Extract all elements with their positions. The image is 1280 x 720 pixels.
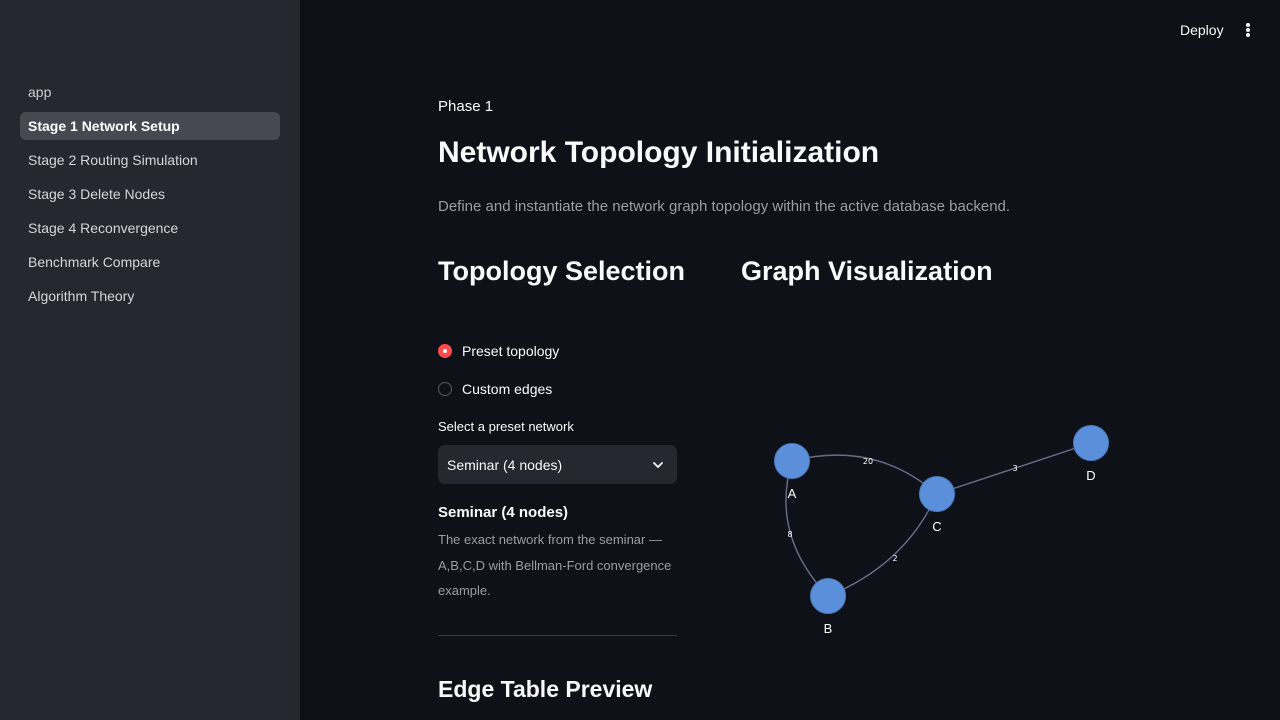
sidebar-item-benchmark-compare[interactable]: Benchmark Compare: [28, 254, 161, 270]
phase-label: Phase 1: [438, 98, 494, 115]
deploy-button[interactable]: Deploy: [1180, 22, 1224, 38]
sidebar-item-stage-3-delete-nodes[interactable]: Stage 3 Delete Nodes: [28, 186, 165, 202]
radio-label: Custom edges: [462, 381, 553, 397]
sidebar-item-stage-1-network-setup[interactable]: Stage 1 Network Setup: [20, 112, 280, 140]
preset-description: The exact network from the seminar — A,B…: [438, 532, 672, 598]
sidebar: app Stage 1 Network Setup Stage 2 Routin…: [0, 0, 300, 720]
preset-network-select[interactable]: Seminar (4 nodes): [438, 445, 677, 484]
radio-button-unchecked[interactable]: [438, 382, 452, 396]
edge-weight-b-c: 2: [892, 554, 897, 563]
radio-button-checked[interactable]: [438, 344, 452, 358]
preset-select-label: Select a preset network: [438, 419, 574, 434]
node-d: [1073, 425, 1109, 461]
radio-preset-topology[interactable]: Preset topology: [438, 341, 559, 361]
node-b: [810, 578, 846, 614]
node-label-c: C: [932, 519, 941, 534]
edge-weight-c-d: 3: [1012, 464, 1017, 473]
graph-visualization-heading: Graph Visualization: [741, 256, 993, 286]
sidebar-item-stage-4-reconvergence[interactable]: Stage 4 Reconvergence: [28, 220, 179, 236]
edge-a-b: [785, 460, 829, 597]
node-labels: A B C D: [788, 468, 1096, 636]
edge-weight-labels: 20 8 2 3: [787, 457, 1017, 563]
graph-nodes: [774, 425, 1109, 614]
node-label-d: D: [1086, 468, 1095, 483]
edge-c-d: [936, 442, 1092, 495]
preset-name: Seminar (4 nodes): [438, 504, 569, 521]
node-label-b: B: [824, 621, 833, 636]
node-label-a: A: [788, 486, 797, 501]
network-graph: 20 8 2 3 A B C D: [774, 425, 1109, 636]
page-description: Define and instantiate the network graph…: [438, 198, 1011, 215]
radio-label: Preset topology: [462, 343, 560, 359]
node-a: [774, 443, 810, 479]
edge-b-c: [827, 493, 938, 597]
sidebar-item-stage-2-routing-simulation[interactable]: Stage 2 Routing Simulation: [28, 152, 198, 168]
edge-table-heading: Edge Table Preview: [438, 676, 653, 702]
node-c: [919, 476, 955, 512]
radio-custom-edges[interactable]: Custom edges: [438, 379, 552, 399]
edge-a-c: [791, 454, 938, 495]
sidebar-item-app[interactable]: app: [28, 84, 52, 100]
sidebar-nav: app Stage 1 Network Setup Stage 2 Routin…: [20, 78, 280, 316]
preset-select-value: Seminar (4 nodes): [447, 456, 563, 473]
topology-selection-heading: Topology Selection: [438, 256, 686, 286]
sidebar-item-algorithm-theory[interactable]: Algorithm Theory: [28, 288, 135, 304]
edge-weight-a-b: 8: [787, 530, 792, 539]
edge-weight-a-c: 20: [863, 457, 873, 466]
chevron-down-icon: [653, 462, 663, 468]
vertical-ellipsis-icon[interactable]: [1238, 19, 1258, 41]
page-title: Network Topology Initialization: [438, 136, 880, 169]
divider: [438, 635, 677, 636]
